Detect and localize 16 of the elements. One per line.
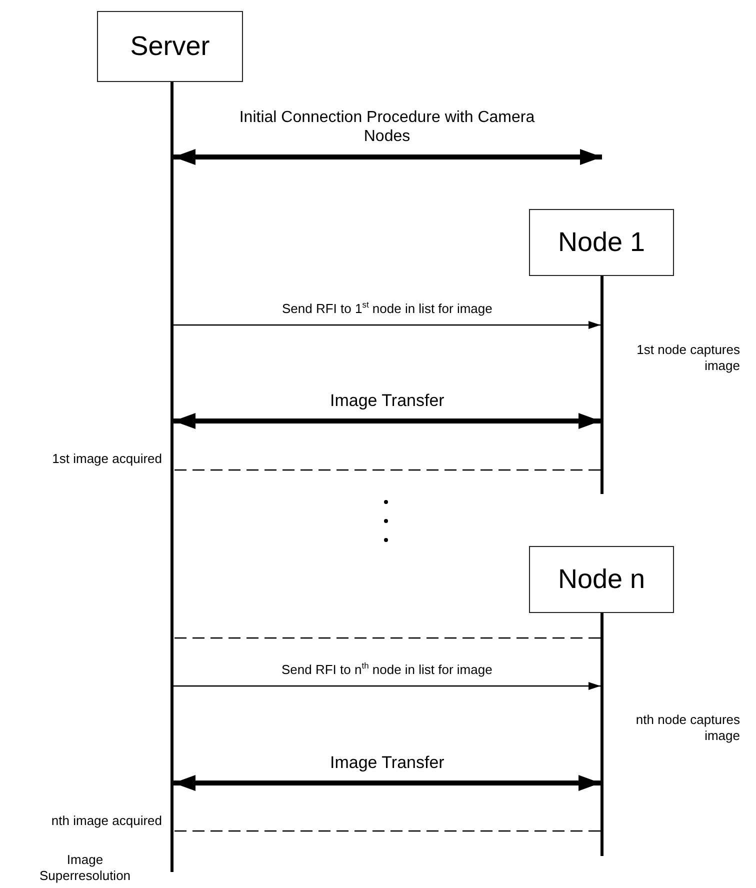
participant-name: Node 1 xyxy=(558,227,646,258)
step-note: 1st image acquired xyxy=(51,451,162,467)
dashed-line xyxy=(174,830,600,832)
dashed-line xyxy=(174,469,600,471)
participant-name: Node n xyxy=(558,564,646,595)
dashed-line xyxy=(174,637,600,639)
message-arrow xyxy=(174,775,600,791)
step-note: 1st node captures image xyxy=(636,342,740,374)
message-arrow xyxy=(174,682,600,690)
step-note: Image Superresolution xyxy=(38,852,132,884)
step-note: nth image acquired xyxy=(50,813,162,829)
step-note: nth node captures image xyxy=(634,712,740,744)
message-arrow xyxy=(174,413,600,429)
message-arrow xyxy=(174,321,600,329)
participant-name: Server xyxy=(130,31,210,62)
message-arrow xyxy=(174,149,602,165)
